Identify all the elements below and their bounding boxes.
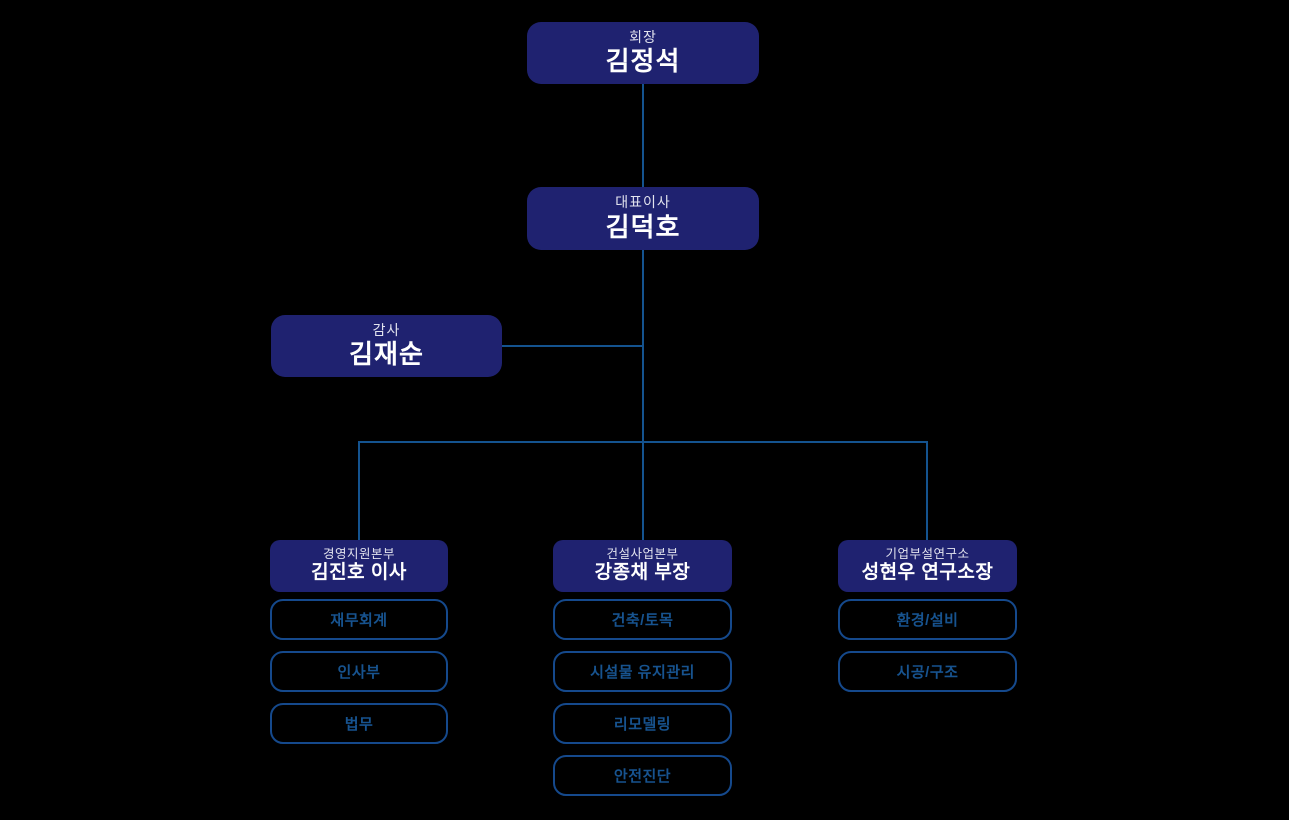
connector-line-drop-right	[926, 441, 928, 540]
auditor-name: 김재순	[349, 339, 424, 370]
division-title: 기업부설연구소	[885, 546, 970, 561]
node-division-research-institute: 기업부설연구소 성현우 연구소장	[838, 540, 1017, 592]
connector-line-drop-left	[358, 441, 360, 540]
node-ceo: 대표이사 김덕호	[527, 187, 759, 250]
connector-line-auditor	[502, 345, 643, 347]
division-head-name: 성현우 연구소장	[861, 562, 994, 584]
division-head-name: 김진호 이사	[311, 562, 407, 584]
team-safety-inspection: 안전진단	[553, 755, 732, 796]
team-remodeling: 리모델링	[553, 703, 732, 744]
node-chairman: 회장 김정석	[527, 22, 759, 84]
connector-line-ceo-trunk	[642, 250, 644, 442]
connector-line-chairman-ceo	[642, 84, 644, 187]
ceo-name: 김덕호	[605, 211, 681, 242]
team-legal: 법무	[270, 703, 448, 744]
node-auditor: 감사 김재순	[271, 315, 502, 377]
team-construction-structure: 시공/구조	[838, 651, 1017, 692]
chairman-title: 회장	[629, 28, 657, 45]
node-division-construction: 건설사업본부 강종채 부장	[553, 540, 732, 592]
division-title: 건설사업본부	[606, 546, 679, 561]
team-hr: 인사부	[270, 651, 448, 692]
node-division-management-support: 경영지원본부 김진호 이사	[270, 540, 448, 592]
team-architecture-civil: 건축/토목	[553, 599, 732, 640]
team-facility-maintenance: 시설물 유지관리	[553, 651, 732, 692]
chairman-name: 김정석	[605, 46, 681, 77]
connector-line-drop-middle	[642, 441, 644, 540]
team-finance-accounting: 재무회계	[270, 599, 448, 640]
division-head-name: 강종채 부장	[594, 562, 691, 584]
auditor-title: 감사	[372, 321, 401, 338]
ceo-title: 대표이사	[615, 194, 671, 211]
team-environment-equipment: 환경/설비	[838, 599, 1017, 640]
division-title: 경영지원본부	[322, 546, 395, 561]
